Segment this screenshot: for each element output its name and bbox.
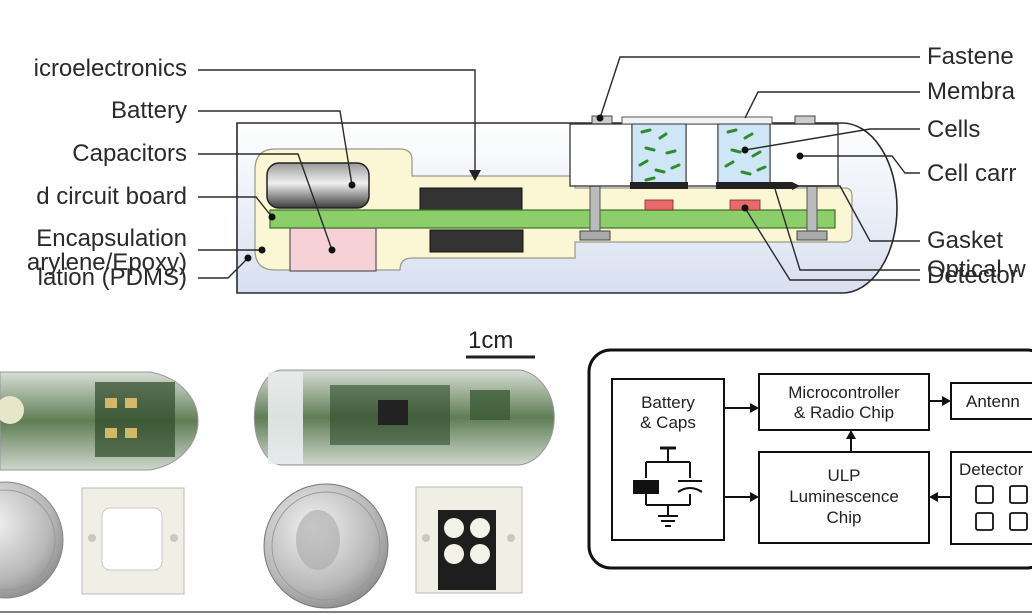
label-cell-carrier: Cell carr [927, 160, 1017, 187]
label-encapsulation: Encapsulation [36, 225, 187, 252]
photo-coin-dime [263, 483, 389, 609]
photo-capsule-back [253, 369, 555, 466]
label-cells: Cells [927, 116, 981, 143]
ulp-label-1: ULP [827, 466, 860, 485]
gasket-arrow [792, 182, 800, 190]
photo-carrier-open [81, 487, 185, 595]
label-optical-window: Optical w [927, 256, 1026, 283]
ulp-label-3: Chip [827, 508, 862, 527]
antenna-block [950, 382, 1032, 420]
block-arrows [724, 396, 951, 502]
battery-shape [266, 162, 370, 209]
label-gasket: Gasket [927, 227, 1004, 254]
fastener-head-right [794, 115, 816, 125]
label-detector: Detector [927, 262, 1018, 289]
cell-chamber-left [631, 123, 687, 187]
scale-bar-label: 1cm [468, 327, 514, 354]
block-diagram: Battery & Caps Microcontroller & Radio C… [587, 348, 1032, 570]
leader-lines [198, 56, 920, 281]
battery-caps-label-2: & Caps [640, 413, 696, 432]
microcontroller-label-1: Microcontroller [788, 383, 900, 402]
cell-carrier-left [569, 123, 633, 187]
photo-coin-left [0, 481, 64, 599]
detector-block-label: Detector [959, 460, 1024, 479]
cell-chamber-right [717, 123, 771, 187]
cells-group [638, 128, 767, 182]
microelectronics-arrow [469, 170, 481, 181]
fastener-nut-left-bottom [579, 230, 611, 241]
fastener-bolt-right [806, 184, 818, 234]
antenna-label: Antenn [966, 392, 1020, 411]
battery-caps-symbol [633, 446, 703, 527]
label-circuit-board: d circuit board [36, 183, 187, 210]
cell-carrier-right [769, 123, 839, 187]
label-insulation: lation (PDMS) [37, 264, 187, 291]
gasket-right [716, 182, 772, 189]
label-membrane: Membra [927, 78, 1016, 105]
ulp-luminescence-block [758, 451, 930, 544]
leader-dots [244, 114, 804, 262]
label-microelectronics: icroelectronics [33, 55, 187, 82]
ulp-label-2: Luminescence [789, 487, 899, 506]
microcontroller-label-2: & Radio Chip [794, 403, 894, 422]
membrane [621, 116, 773, 125]
photo-capsule-front [0, 371, 199, 471]
detector-array-icon [975, 485, 1028, 531]
microelectronics-chip-top [419, 187, 523, 211]
detector-pad-left [644, 199, 674, 211]
label-capacitors: Capacitors [72, 140, 187, 167]
fastener-bolt-left [589, 184, 601, 234]
cell-carrier-middle [685, 123, 719, 187]
label-battery: Battery [110, 97, 187, 124]
gasket-far-right [770, 182, 792, 189]
microelectronics-chip-bottom [429, 229, 524, 253]
capsule-cross-section [236, 115, 898, 294]
printed-circuit-board [269, 209, 836, 229]
photo-carrier-windows [415, 486, 523, 594]
battery-caps-label-1: Battery [641, 393, 695, 412]
gasket-left [630, 182, 688, 189]
label-encapsulation-material: arylene/Epoxy) [26, 249, 187, 276]
label-fastener: Fastene [927, 43, 1014, 70]
fastener-nut-right-bottom [796, 230, 828, 241]
